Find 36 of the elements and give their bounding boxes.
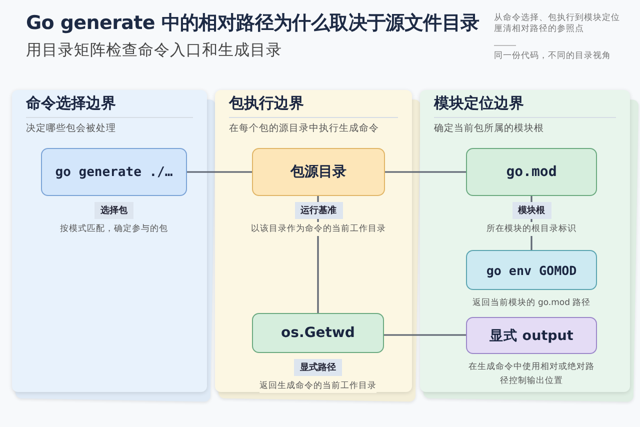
boundary-panel bbox=[12, 90, 207, 392]
process-box bbox=[41, 148, 187, 196]
note: 同一份代码，不同的目录视角 bbox=[494, 51, 612, 62]
boundary-panel bbox=[215, 90, 412, 392]
tag-label: 模块根 bbox=[512, 202, 551, 219]
box-label: 显式 output bbox=[490, 326, 574, 344]
box-label: go.mod bbox=[506, 164, 557, 180]
process-box bbox=[466, 317, 597, 354]
panel-subtitle: 在每个包的源目录中执行生成命令 bbox=[229, 122, 379, 135]
panel-subtitle: 决定哪些包会被处理 bbox=[26, 122, 116, 135]
connector-line bbox=[187, 171, 252, 173]
description: 所在模块的根目录标识 bbox=[486, 222, 576, 236]
connector-line bbox=[385, 171, 466, 173]
panel-subtitle: 确定当前包所属的模块根 bbox=[434, 122, 544, 135]
description: 返回生成命令的当前工作目录 bbox=[260, 379, 376, 393]
process-box bbox=[466, 250, 597, 290]
panel-heading: 命令选择边界 bbox=[26, 94, 116, 113]
tag-label: 运行基准 bbox=[294, 202, 342, 219]
process-box bbox=[252, 148, 385, 196]
subtitle: 用目录矩阵检查命令入口和生成目录 bbox=[26, 40, 282, 61]
description: 返回当前模块的 go.mod 路径 bbox=[472, 296, 591, 310]
connector-line bbox=[384, 334, 466, 336]
note: 从命令选择、包执行到模块定位厘清相对路径的参照点 bbox=[494, 13, 620, 36]
box-label: go generate ./… bbox=[55, 164, 173, 180]
boundary-panel bbox=[420, 90, 630, 392]
process-box bbox=[252, 313, 384, 353]
panel-heading: 模块定位边界 bbox=[434, 94, 524, 113]
tag-label: 选择包 bbox=[94, 202, 134, 219]
box-label: 包源目录 bbox=[290, 163, 346, 181]
process-box bbox=[466, 148, 597, 196]
description: 以该目录作为命令的当前工作目录 bbox=[251, 222, 386, 236]
box-label: go env GOMOD bbox=[486, 262, 577, 278]
tag-label: 显式路径 bbox=[294, 359, 342, 376]
box-label: os.Getwd bbox=[281, 325, 355, 341]
panel-heading: 包执行边界 bbox=[229, 94, 304, 113]
title: Go generate 中的相对路径为什么取决于源文件目录 bbox=[26, 11, 480, 36]
